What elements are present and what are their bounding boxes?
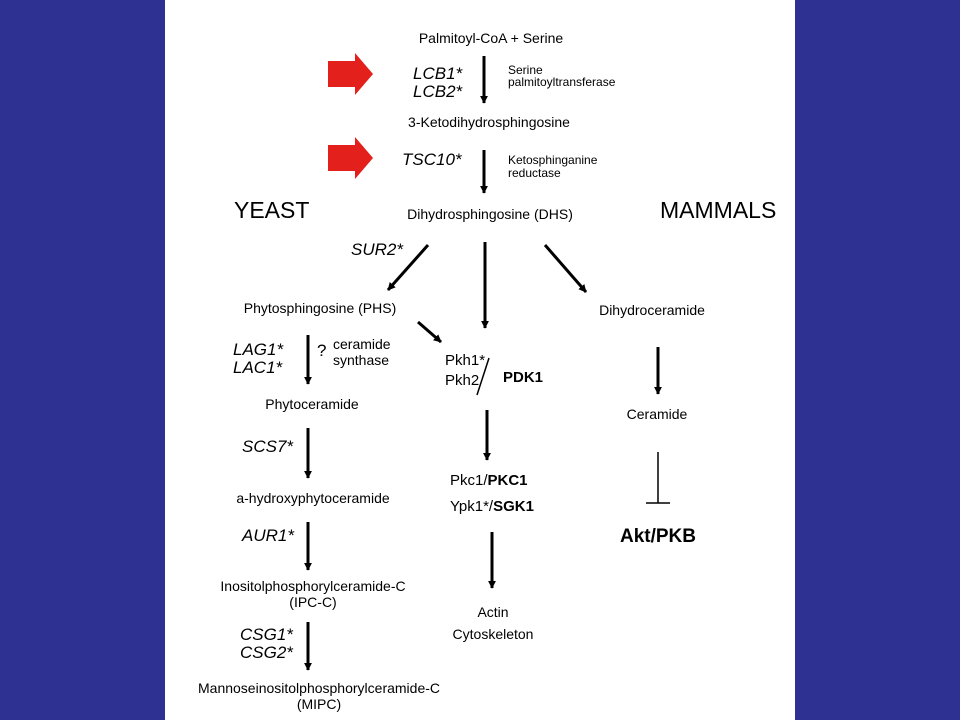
kinase-pkc1-mammal: PKC1 bbox=[487, 472, 528, 489]
kinase-ypk1: Ypk1*/SGK1 bbox=[450, 498, 534, 516]
gene-sur2: SUR2* bbox=[351, 240, 403, 259]
mipc-label-line2: (MIPC) bbox=[296, 696, 342, 712]
enzyme-spt-line2: palmitoyltransferase bbox=[508, 75, 616, 89]
gene-lcb1: LCB1* bbox=[413, 64, 463, 83]
arrow-dhs-dihydroceramide bbox=[543, 244, 588, 293]
dihydroceramide-label: Dihydroceramide bbox=[599, 302, 705, 318]
ceramide-synthase-line1: ceramide bbox=[333, 336, 391, 352]
hydroxyphytoceramide-label: a-hydroxyphytoceramide bbox=[236, 490, 390, 506]
kinase-pkh1: Pkh1* bbox=[445, 352, 486, 369]
pathway-arrows bbox=[304, 53, 670, 671]
ipc-label-line2: (IPC-C) bbox=[289, 594, 337, 610]
enzyme-ksr-line1: Ketosphinganine bbox=[508, 153, 598, 167]
dhs-label: Dihydrosphingosine (DHS) bbox=[407, 206, 573, 222]
gene-csg1: CSG1* bbox=[240, 625, 293, 644]
kinase-ypk1-yeast: Ypk1*/ bbox=[450, 498, 494, 515]
yeast-header: YEAST bbox=[234, 197, 310, 223]
actin-label: Actin bbox=[477, 604, 509, 620]
gene-aur1: AUR1* bbox=[242, 526, 294, 545]
cytoskeleton-label: Cytoskeleton bbox=[452, 626, 534, 642]
gene-csg2: CSG2* bbox=[240, 643, 293, 662]
slide: YEAST MAMMALS Palmitoyl-CoA + Serine LCB… bbox=[165, 0, 795, 720]
kinase-pkc1-yeast: Pkc1/ bbox=[450, 472, 488, 489]
gene-tsc10: TSC10* bbox=[402, 150, 462, 169]
gene-scs7: SCS7* bbox=[242, 437, 294, 456]
kinase-sgk1-mammal: SGK1 bbox=[493, 498, 534, 515]
phs-label: Phytosphingosine (PHS) bbox=[243, 300, 397, 316]
arrow-sur2 bbox=[386, 244, 430, 291]
akt-pkb-label: Akt/PKB bbox=[619, 526, 697, 547]
pdk1-slash bbox=[476, 357, 490, 396]
kinase-pkh2: Pkh2 bbox=[445, 372, 480, 389]
phytoceramide-label: Phytoceramide bbox=[265, 396, 359, 412]
ipc-label-line1: Inositolphosphorylceramide-C bbox=[220, 578, 406, 594]
highlight-arrow-lcb bbox=[328, 53, 373, 95]
kinase-pdk1: PDK1 bbox=[503, 369, 544, 386]
mammals-header: MAMMALS bbox=[660, 197, 777, 223]
highlight-arrow-tsc10 bbox=[328, 137, 373, 179]
substrate-label: Palmitoyl-CoA + Serine bbox=[418, 30, 564, 46]
gene-lag1: LAG1* bbox=[233, 340, 284, 359]
question-mark: ? bbox=[317, 341, 327, 360]
arrow-phs-pkh bbox=[417, 320, 442, 344]
ceramide-label: Ceramide bbox=[626, 406, 688, 422]
enzyme-spt-line1: Serine bbox=[508, 63, 543, 77]
ceramide-synthase-line2: synthase bbox=[333, 352, 390, 368]
kinase-pkc1: Pkc1/PKC1 bbox=[450, 472, 528, 490]
gene-lcb2: LCB2* bbox=[413, 82, 463, 101]
enzyme-ksr-line2: reductase bbox=[508, 166, 561, 180]
ketodihydrosphingosine-label: 3-Ketodihydrosphingosine bbox=[408, 114, 570, 130]
gene-lac1: LAC1* bbox=[233, 358, 283, 377]
mipc-label-line1: Mannoseinositolphosphorylceramide-C bbox=[197, 680, 441, 696]
